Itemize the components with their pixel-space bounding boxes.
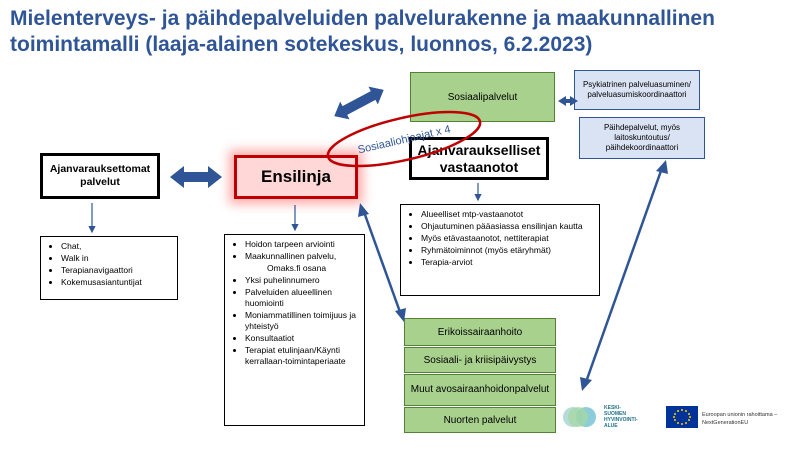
arrowhead-bottom bbox=[395, 308, 406, 322]
double-arrow-horizontal bbox=[170, 166, 222, 188]
list-item: Terapianavigaattori bbox=[61, 265, 171, 276]
node-kriisipaivystys: Sosiaali- ja kriisipäivystys bbox=[404, 347, 556, 373]
org-name-line: SUOMEN bbox=[604, 411, 626, 417]
list-item: Maakunnallinen palvelu, bbox=[245, 251, 358, 262]
list-item: Konsultaatiot bbox=[245, 333, 358, 344]
node-muut-avosairaanhoito: Muut avosairaanhoidonpalvelut bbox=[404, 374, 556, 406]
eu-funding-text: Euroopan unionin rahoittama – NextGenera… bbox=[702, 411, 798, 427]
eu-funding-line: NextGenerationEU bbox=[702, 420, 749, 426]
node-ajanvarauksettomat-label: Ajanvarauksettomat palvelut bbox=[49, 163, 151, 188]
list-item: Terapiat etulinjaan/Käynti kerrallaan-to… bbox=[245, 345, 358, 367]
title-line-2: toimintamalli (laaja-alainen sotekeskus,… bbox=[10, 33, 593, 56]
title-line-1: Mielenterveys- ja päihdepalveluiden palv… bbox=[10, 7, 715, 30]
list-item: Alueelliset mtp-vastaanotot bbox=[421, 209, 593, 220]
org-name-line: KESKI- bbox=[604, 405, 621, 411]
list-item: Moniammatillinen toimijuus ja yhteistyö bbox=[245, 310, 358, 332]
list-item: Ohjautuminen pääasiassa ensilinjan kautt… bbox=[421, 221, 593, 232]
node-ajanvaraukselliset-label: Ajanvaraukselliset vastaanotot bbox=[417, 141, 541, 175]
double-arrow-ensilinja-sosiaalipalvelut bbox=[334, 86, 384, 120]
node-ajanvarauksettomat-palvelut: Ajanvarauksettomat palvelut bbox=[40, 153, 160, 199]
node-kriisi-label: Sosiaali- ja kriisipäivystys bbox=[423, 354, 537, 366]
list-item: Ryhmätoiminnot (myös etäryhmät) bbox=[421, 245, 593, 256]
node-erikoissairaanhoito: Erikoissairaanhoito bbox=[404, 318, 556, 346]
list-item: Yksi puhelinnumero bbox=[245, 275, 358, 286]
node-paihdepalvelut: Päihdepalvelut, myös laitoskuntoutus/ pä… bbox=[579, 117, 705, 159]
org-name-line: HYVINVOINTI- bbox=[604, 417, 638, 423]
list-item: Palveluiden alueellinen huomiointi bbox=[245, 287, 358, 309]
list-item: Chat, bbox=[61, 241, 171, 252]
list-item: Omaks.fi osana bbox=[267, 263, 327, 273]
eu-funding-line: Euroopan unionin rahoittama – bbox=[702, 412, 778, 418]
page-title: Mielenterveys- ja päihdepalveluiden palv… bbox=[10, 6, 790, 58]
node-psykiatrinen-palveluasuminen: Psykiatrinen palveluasuminen/ palveluasu… bbox=[574, 70, 700, 110]
list-item: Walk in bbox=[61, 253, 171, 264]
org-name-line: ALUE bbox=[604, 423, 618, 429]
arrowhead-top-right bbox=[656, 160, 668, 174]
list-item: Kokemusasiantuntijat bbox=[61, 277, 171, 288]
list-ensilinja: Hoidon tarpeen arviointi Maakunnallinen … bbox=[224, 234, 365, 426]
list-item: Hoidon tarpeen arviointi bbox=[245, 239, 358, 250]
arrowhead-bottom-right bbox=[580, 377, 592, 391]
node-ajanvaraukselliset-vastaanotot: Ajanvaraukselliset vastaanotot bbox=[409, 137, 549, 180]
double-arrow-ensilinja-erikoissairaanhoito bbox=[362, 211, 402, 313]
annotation-ellipse bbox=[326, 110, 482, 168]
keski-suomen-hyvinvointialue-logo bbox=[563, 407, 596, 427]
node-paihde-label: Päihdepalvelut, myös laitoskuntoutus/ pä… bbox=[603, 123, 681, 152]
node-nuorten-palvelut: Nuorten palvelut bbox=[404, 407, 556, 433]
list-item: Terapia-arviot bbox=[421, 257, 593, 268]
node-erikoissairaanhoito-label: Erikoissairaanhoito bbox=[437, 326, 523, 338]
list-item: Myös etävastaanotot, nettiterapiat bbox=[421, 233, 593, 244]
node-ensilinja: Ensilinja bbox=[234, 155, 358, 199]
list-ajanvarauksettomat: Chat, Walk in Terapianavigaattori Kokemu… bbox=[40, 236, 178, 300]
node-sosiaalipalvelut-label: Sosiaalipalvelut bbox=[447, 91, 518, 103]
list-vastaanotot: Alueelliset mtp-vastaanotot Ohjautuminen… bbox=[400, 204, 600, 296]
node-ensilinja-label: Ensilinja bbox=[261, 167, 331, 186]
double-arrow-sosiaali-psykiatrinen bbox=[558, 96, 578, 106]
eu-flag-icon bbox=[666, 406, 698, 428]
org-name: KESKI- SUOMEN HYVINVOINTI- ALUE bbox=[604, 405, 660, 429]
node-psykiatrinen-label: Psykiatrinen palveluasuminen/ palveluasu… bbox=[582, 80, 692, 99]
arrowhead-top bbox=[358, 203, 369, 217]
node-muut-label: Muut avosairaanhoidonpalvelut bbox=[410, 384, 550, 395]
node-nuorten-label: Nuorten palvelut bbox=[443, 414, 517, 426]
double-arrow-paihde-stack bbox=[584, 167, 664, 383]
